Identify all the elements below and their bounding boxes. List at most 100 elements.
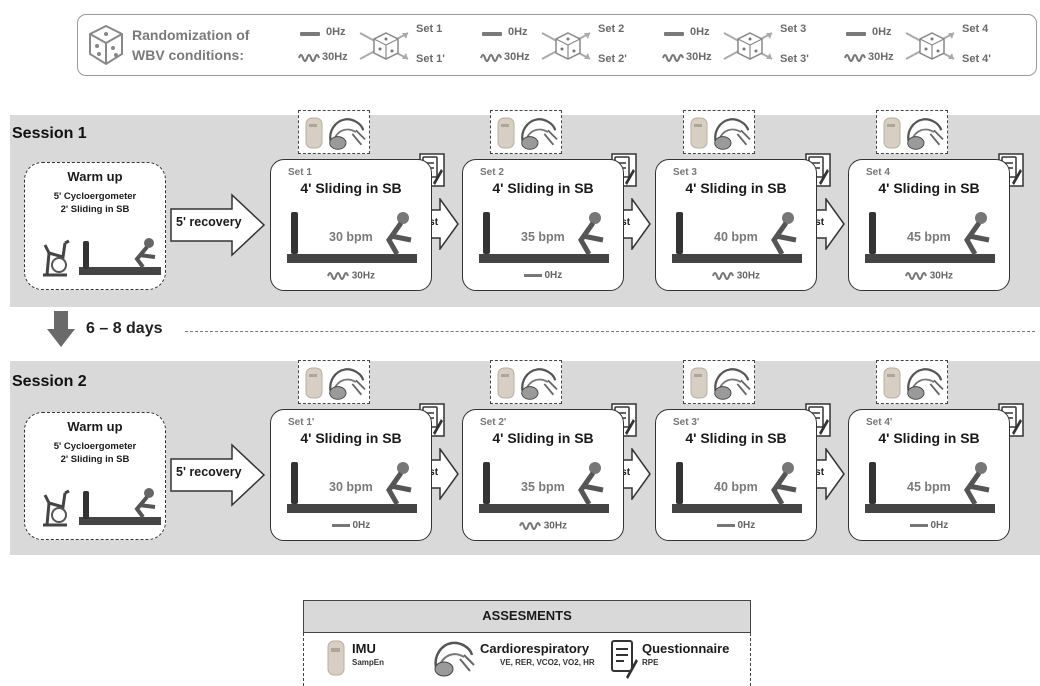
set-title: 4' Sliding in SB: [878, 180, 980, 196]
imu-sensor-icon: [327, 640, 345, 676]
imu-sub: SampEn: [352, 658, 385, 667]
questionnaire-sub: RPE: [642, 658, 659, 667]
assessments-legend: ASSESMENTS IMU SampEn Cardiorespiratory …: [303, 600, 751, 686]
recovery-label: 5' recovery: [176, 465, 242, 479]
cycloergometer-icon: [43, 239, 70, 277]
cardiorespiratory-mask-icon: [907, 118, 944, 150]
set-label: Set 4': [866, 417, 893, 428]
set-title: 4' Sliding in SB: [685, 180, 787, 196]
set-label: Set 4: [866, 167, 890, 178]
warmup-line-2: 2' Sliding in SB: [60, 204, 130, 215]
recovery-label: 5' recovery: [176, 215, 242, 229]
set-hz: 30Hz: [849, 270, 1009, 282]
vibration-wave-icon: [904, 272, 927, 280]
days-interval: 6 – 8 days: [86, 320, 163, 337]
imu-sensor-icon: [305, 367, 323, 399]
set-hz-label: 30Hz: [543, 520, 568, 532]
sensor-box: [683, 110, 755, 154]
set-bpm: 30 bpm: [329, 480, 373, 494]
slide-board-icon: [865, 212, 995, 263]
set-title: 4' Sliding in SB: [685, 430, 787, 446]
cardiorespiratory-mask-icon: [714, 368, 751, 400]
rand-set-b: Set 3': [780, 53, 809, 65]
sensor-box: [683, 360, 755, 404]
rand-set-a: Set 4: [962, 23, 989, 35]
set-label: Set 2: [480, 167, 504, 178]
rand-bottom-label: 30Hz: [686, 51, 712, 63]
session-1-title: Session 1: [12, 125, 87, 142]
shuffle-arrows-icon: [723, 32, 773, 60]
zero-hz-dash-icon: [523, 273, 542, 277]
set-label: Set 3': [673, 417, 700, 428]
separator-line: [185, 331, 1035, 332]
questionnaire-label: Questionnaire: [642, 641, 730, 656]
vibration-wave-icon: [298, 53, 320, 62]
vibration-wave-icon: [844, 53, 866, 62]
set-label: Set 3: [673, 167, 697, 178]
zero-hz-dash-icon: [482, 32, 502, 36]
slide-board-icon: [672, 212, 802, 263]
cardiorespiratory-mask-icon: [434, 641, 475, 677]
warmup-line-2: 2' Sliding in SB: [60, 454, 130, 465]
assessments-title: ASSESMENTS: [303, 600, 751, 633]
zero-hz-dash-icon: [664, 32, 684, 36]
imu-sensor-icon: [497, 117, 515, 149]
zero-hz-dash-icon: [909, 523, 928, 527]
imu-sensor-icon: [305, 117, 323, 149]
cardiorespiratory-mask-icon: [521, 118, 558, 150]
rand-set-b: Set 4': [962, 53, 991, 65]
randomization-box: Randomization of WBV conditions: 0Hz 30Hz…: [77, 14, 1037, 76]
rand-top-label: 0Hz: [326, 26, 346, 38]
slide-board-icon: [79, 238, 161, 275]
session-2-title: Session 2: [12, 373, 87, 390]
imu-sensor-icon: [883, 367, 901, 399]
set-bpm: 40 bpm: [714, 480, 758, 494]
vibration-wave-icon: [480, 53, 502, 62]
vibration-wave-icon: [326, 272, 349, 280]
cardiorespiratory-mask-icon: [329, 368, 366, 400]
set-hz-label: 0Hz: [737, 520, 756, 531]
set-title: 4' Sliding in SB: [300, 180, 402, 196]
set-bpm: 35 bpm: [521, 230, 565, 244]
cardio-sub: VE, RER, VCO2, VO2, HR: [500, 658, 595, 667]
cardiorespiratory-mask-icon: [907, 368, 944, 400]
slide-board-icon: [865, 462, 995, 513]
set-hz: 0Hz: [271, 520, 431, 531]
cycloergometer-icon: [43, 489, 70, 527]
vibration-wave-icon: [662, 53, 684, 62]
imu-sensor-icon: [883, 117, 901, 149]
sensor-box: [298, 360, 370, 404]
imu-sensor-icon: [690, 367, 708, 399]
rand-bottom-label: 30Hz: [868, 51, 894, 63]
set-hz-label: 0Hz: [930, 520, 949, 531]
set-title: 4' Sliding in SB: [878, 430, 980, 446]
set-bpm: 35 bpm: [521, 480, 565, 494]
sensor-box: [876, 110, 948, 154]
zero-hz-dash-icon: [300, 32, 320, 36]
rand-set-a: Set 2: [598, 23, 625, 35]
rand-set-b: Set 2': [598, 53, 627, 65]
rand-bottom-label: 30Hz: [322, 51, 348, 63]
set-title: 4' Sliding in SB: [492, 180, 594, 196]
zero-hz-dash-icon: [331, 523, 350, 527]
set-hz: 0Hz: [849, 520, 1009, 531]
randomization-group: 0Hz 30Hz Set 2 Set 2': [478, 21, 648, 71]
rand-bottom-label: 30Hz: [504, 51, 530, 63]
set-label: Set 1: [288, 167, 312, 178]
cardiorespiratory-mask-icon: [329, 118, 366, 150]
set-hz-label: 30Hz: [929, 270, 954, 282]
zero-hz-dash-icon: [846, 32, 866, 36]
cardiorespiratory-mask-icon: [521, 368, 558, 400]
sensor-box: [490, 360, 562, 404]
cardiorespiratory-mask-icon: [714, 118, 751, 150]
rand-top-label: 0Hz: [508, 26, 528, 38]
set-hz: 30Hz: [271, 270, 431, 282]
randomization-title: Randomization of WBV conditions:: [132, 27, 250, 63]
imu-sensor-icon: [497, 367, 515, 399]
rand-top-label: 0Hz: [690, 26, 710, 38]
warmup-title: Warm up: [67, 169, 123, 184]
